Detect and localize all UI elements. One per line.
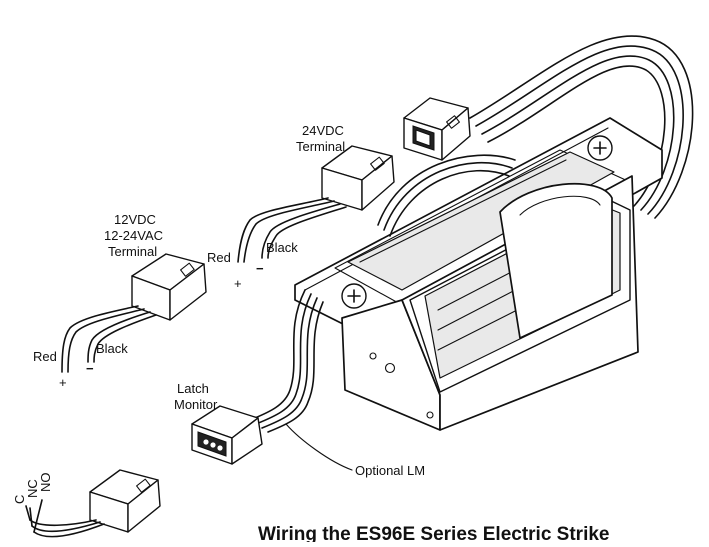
c-nc-no-connector bbox=[25, 469, 161, 538]
latch-monitor-wires bbox=[249, 289, 324, 433]
latch-monitor-connector bbox=[191, 405, 263, 465]
label-24vdc: 24VDC bbox=[302, 123, 344, 138]
label-latch: Latch bbox=[177, 381, 209, 396]
terminal-24vdc bbox=[237, 145, 395, 263]
label-black-24: Black bbox=[266, 240, 298, 255]
label-plus-24: + bbox=[234, 276, 242, 291]
label-12vdc: 12VDC bbox=[114, 212, 156, 227]
rear-connector bbox=[403, 97, 471, 161]
label-24vdc-terminal: Terminal bbox=[296, 139, 345, 154]
label-red-24: Red bbox=[207, 250, 231, 265]
label-12vdc-terminal: Terminal bbox=[108, 244, 157, 259]
terminal-12vdc bbox=[61, 253, 207, 373]
electric-strike bbox=[294, 117, 663, 431]
label-plus-12: + bbox=[59, 375, 67, 390]
label-monitor: Monitor bbox=[174, 397, 218, 412]
label-pin-no: NO bbox=[38, 473, 53, 493]
label-pin-nc: NC bbox=[25, 479, 40, 498]
diagram-title: Wiring the ES96E Series Electric Strike bbox=[258, 524, 609, 542]
label-minus-24: − bbox=[256, 261, 264, 276]
label-red-12: Red bbox=[33, 349, 57, 364]
label-12-24vac: 12-24VAC bbox=[104, 228, 163, 243]
label-black-12: Black bbox=[96, 341, 128, 356]
label-pin-c: C bbox=[12, 495, 27, 504]
label-optional-lm: Optional LM bbox=[355, 463, 425, 478]
label-minus-12: − bbox=[86, 361, 94, 376]
optional-lm-leader bbox=[285, 423, 353, 471]
